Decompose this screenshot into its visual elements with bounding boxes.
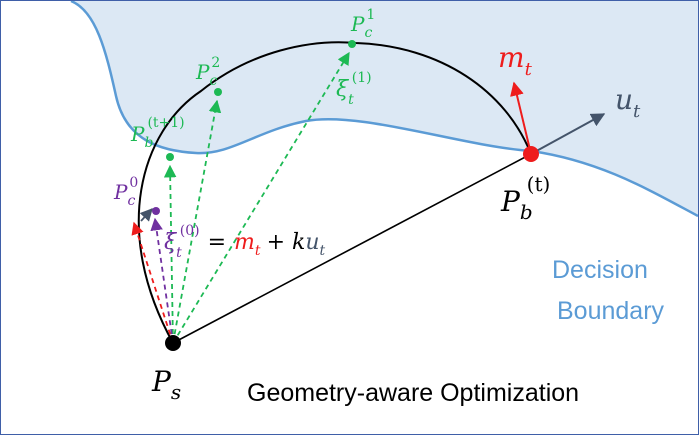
point-ps [165, 335, 181, 351]
point-pc0 [152, 207, 160, 215]
vector-to-pbt1 [163, 164, 177, 344]
label-xi0-equation: ξt(0)=mt+ kut [164, 223, 326, 261]
vector-to-pc0 [150, 217, 174, 344]
vector-to-pc1 [172, 51, 350, 344]
label-pbt: Pb(t) [500, 172, 550, 224]
decision-boundary-curve [70, 1, 698, 218]
adversarial-region [71, 1, 698, 216]
label-pc2: Pc2 [195, 55, 220, 89]
label-ut: ut [615, 83, 641, 122]
ut-vector [530, 113, 606, 155]
point-pbt [523, 146, 539, 162]
label-xi1: ξt(1) [336, 70, 372, 108]
point-pbt1 [166, 153, 174, 161]
vector-to-pc2 [172, 99, 222, 344]
caption: Geometry-aware Optimization [247, 379, 579, 407]
label-pc1: Pc1 [350, 7, 375, 41]
label-pbt1: Pb(t+1) [130, 115, 185, 151]
label-pc0: Pc0 [113, 175, 138, 209]
slate-small-arrow [139, 208, 153, 222]
point-pc1 [348, 40, 356, 48]
chord-line [172, 153, 532, 344]
optimization-arc [137, 41, 532, 344]
decision-boundary-label-line1: Decision [552, 256, 648, 284]
label-ps: Ps [151, 365, 181, 404]
point-pc2 [214, 88, 222, 96]
decision-boundary-label-line2: Boundary [557, 297, 665, 325]
mt-vector [510, 81, 532, 155]
label-mt: mt [498, 41, 533, 80]
vector-red-initial [131, 221, 174, 344]
